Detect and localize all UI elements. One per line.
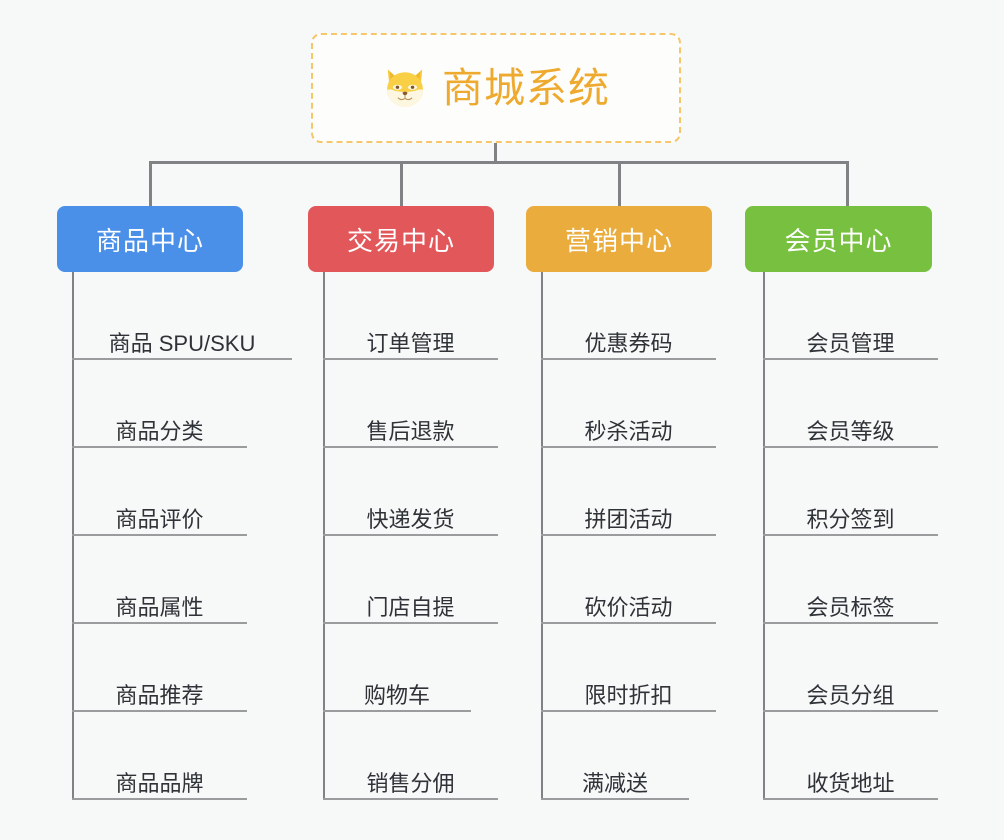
branch-spine-2 xyxy=(323,272,325,800)
branch-header-2[interactable]: 交易中心 xyxy=(308,206,494,272)
list-item[interactable]: 优惠券码 xyxy=(541,272,716,360)
connector-drop-2 xyxy=(400,161,403,206)
list-item[interactable]: 收货地址 xyxy=(763,712,938,800)
list-item[interactable]: 售后退款 xyxy=(323,360,498,448)
connector-trunk-bar xyxy=(149,161,849,164)
connector-drop-4 xyxy=(846,161,849,206)
list-item[interactable]: 拼团活动 xyxy=(541,448,716,536)
list-item[interactable]: 限时折扣 xyxy=(541,624,716,712)
branch-spine-4 xyxy=(763,272,765,800)
branch-header-label: 商品中心 xyxy=(95,225,204,256)
shiba-dog-icon xyxy=(387,69,423,107)
branch-header-label: 会员中心 xyxy=(784,225,893,256)
connector-root-stem xyxy=(494,143,497,163)
branch-header-3[interactable]: 营销中心 xyxy=(526,206,712,272)
connector-drop-3 xyxy=(618,161,621,206)
list-item[interactable]: 商品品牌 xyxy=(72,712,247,800)
list-item[interactable]: 会员标签 xyxy=(763,536,938,624)
branch-header-label: 营销中心 xyxy=(564,225,673,256)
branch-header-label: 交易中心 xyxy=(346,225,455,256)
list-item[interactable]: 会员管理 xyxy=(763,272,938,360)
root-node[interactable]: 商城系统 xyxy=(311,33,681,143)
branch-spine-3 xyxy=(541,272,543,800)
list-item[interactable]: 商品推荐 xyxy=(72,624,247,712)
list-item[interactable]: 积分签到 xyxy=(763,448,938,536)
list-item[interactable]: 满减送 xyxy=(541,712,689,800)
list-item[interactable]: 会员分组 xyxy=(763,624,938,712)
list-item[interactable]: 购物车 xyxy=(323,624,471,712)
branch-header-1[interactable]: 商品中心 xyxy=(57,206,243,272)
list-item[interactable]: 砍价活动 xyxy=(541,536,716,624)
list-item[interactable]: 商品属性 xyxy=(72,536,247,624)
list-item[interactable]: 商品评价 xyxy=(72,448,247,536)
list-item[interactable]: 商品分类 xyxy=(72,360,247,448)
list-item[interactable]: 秒杀活动 xyxy=(541,360,716,448)
list-item[interactable]: 订单管理 xyxy=(323,272,498,360)
list-item[interactable]: 商品 SPU/SKU xyxy=(72,272,292,360)
list-item[interactable]: 快递发货 xyxy=(323,448,498,536)
list-item[interactable]: 门店自提 xyxy=(323,536,498,624)
list-item[interactable]: 会员等级 xyxy=(763,360,938,448)
branch-spine-1 xyxy=(72,272,74,800)
branch-header-4[interactable]: 会员中心 xyxy=(745,206,932,272)
root-label: 商城系统 xyxy=(442,64,610,111)
connector-drop-1 xyxy=(149,161,152,206)
list-item[interactable]: 销售分佣 xyxy=(323,712,498,800)
